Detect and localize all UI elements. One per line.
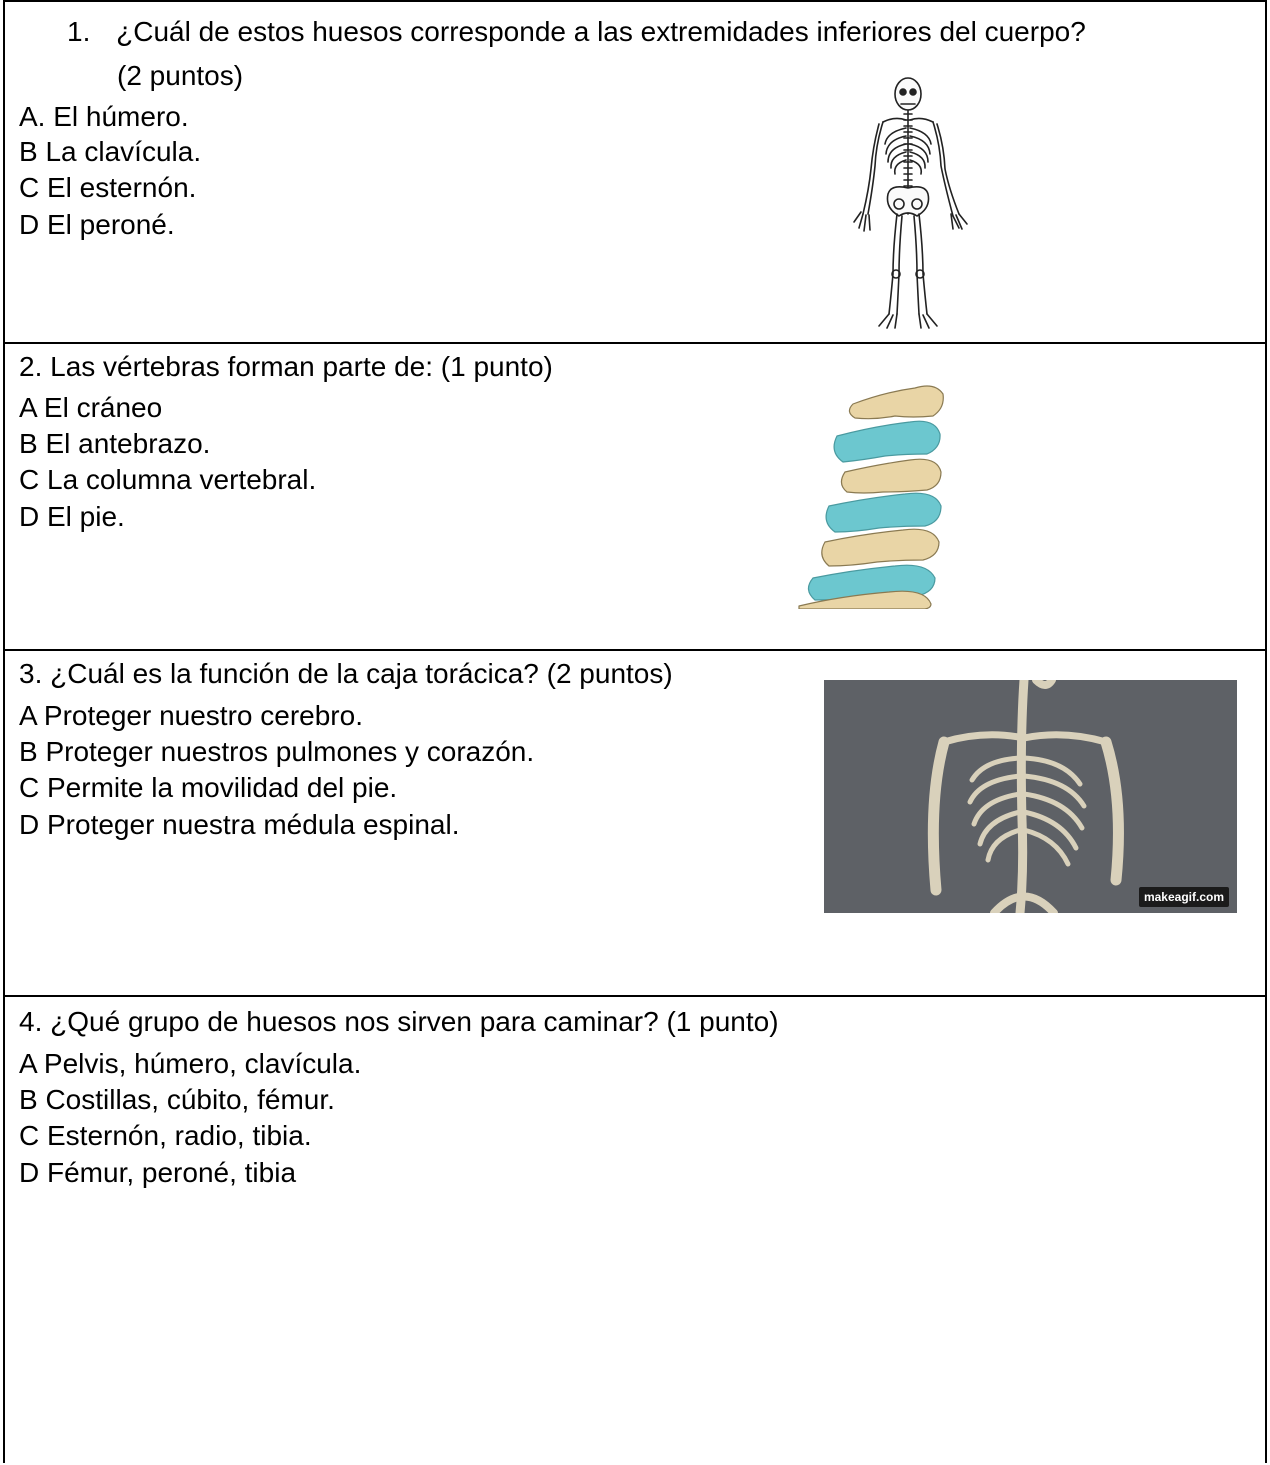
question-1-number: 1. (67, 16, 91, 47)
question-4-option-b[interactable]: B Costillas, cúbito, fémur. (19, 1084, 335, 1115)
question-1-cell: 1. ¿Cuál de estos huesos corresponde a l… (5, 2, 1265, 344)
question-4-option-a[interactable]: A Pelvis, húmero, clavícula. (19, 1048, 362, 1079)
question-2-option-d[interactable]: D El pie. (19, 501, 125, 532)
question-1-option-d[interactable]: D El peroné. (19, 209, 175, 240)
rib-cage-icon (927, 680, 1124, 913)
quiz-table: 1. ¿Cuál de estos huesos corresponde a l… (3, 0, 1267, 1463)
question-2-option-a[interactable]: A El cráneo (19, 392, 163, 423)
question-3-option-c[interactable]: C Permite la movilidad del pie. (19, 772, 398, 803)
question-3-option-d[interactable]: D Proteger nuestra médula espinal. (19, 809, 460, 840)
question-3-option-b[interactable]: B Proteger nuestros pulmones y corazón. (19, 736, 535, 767)
question-2-text: 2. Las vértebras forman parte de: (1 pun… (19, 351, 553, 382)
question-4-text: 4. ¿Qué grupo de huesos nos sirven para … (19, 1006, 779, 1037)
skeleton-figure-icon (853, 77, 968, 329)
question-1-title: 1. ¿Cuál de estos huesos corresponde a l… (67, 14, 1086, 50)
question-4-option-c[interactable]: C Esternón, radio, tibia. (19, 1120, 312, 1151)
question-1-option-b[interactable]: B La clavícula. (19, 136, 202, 167)
question-4-option-d[interactable]: D Fémur, peroné, tibia (19, 1157, 297, 1188)
question-2-option-c[interactable]: C La columna vertebral. (19, 464, 317, 495)
question-1-option-a[interactable]: A. El húmero. (19, 101, 189, 132)
question-3-option-a[interactable]: A Proteger nuestro cerebro. (19, 700, 363, 731)
question-2-option-b[interactable]: B El antebrazo. (19, 428, 211, 459)
question-3-text: 3. ¿Cuál es la función de la caja toráci… (19, 658, 673, 689)
question-1-text: ¿Cuál de estos huesos corresponde a las … (116, 16, 1086, 47)
watermark: makeagif.com (1138, 887, 1229, 907)
question-4-cell: 4. ¿Qué grupo de huesos nos sirven para … (5, 997, 1265, 1465)
question-3-cell: 3. ¿Cuál es la función de la caja toráci… (5, 651, 1265, 997)
question-2-cell: 2. Las vértebras forman parte de: (1 pun… (5, 344, 1265, 651)
vertebrae-icon (798, 385, 944, 609)
question-1-points: (2 puntos) (117, 60, 244, 91)
rib-cage-photo: makeagif.com (824, 680, 1237, 913)
question-1-option-c[interactable]: C El esternón. (19, 172, 197, 203)
